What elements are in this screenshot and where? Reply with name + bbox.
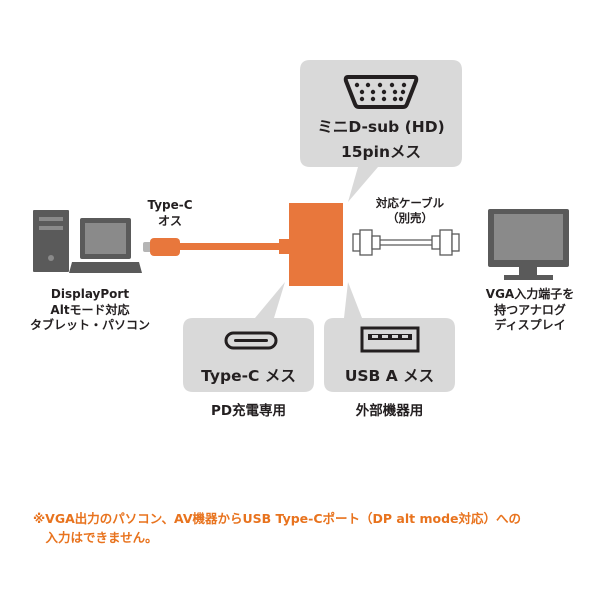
display-label-line1: VGA入力端子を xyxy=(485,287,575,301)
typec-port-bubble xyxy=(183,282,314,392)
adapter-box xyxy=(289,203,343,286)
vga-cable-label-line2: （別売） xyxy=(387,210,433,225)
source-device-label-line1: DisplayPort xyxy=(50,287,130,301)
source-device-label-line2: Altモード対応 xyxy=(50,302,130,317)
compatibility-note-line1: ※VGA出力のパソコン、AV機器からUSB Type-Cポート（DP alt m… xyxy=(33,511,521,526)
display-label-line3: ディスプレイ xyxy=(494,318,566,333)
compatibility-note: ※VGA出力のパソコン、AV機器からUSB Type-Cポート（DP alt m… xyxy=(33,509,521,548)
vga-port-label-line2: 15pinメス xyxy=(340,143,421,161)
usba-port-label: USB A メス xyxy=(344,367,435,385)
source-device-label: DisplayPort Altモード対応 タブレット・パソコン xyxy=(15,287,165,334)
vga-port-bubble xyxy=(300,60,462,202)
usba-port-icon xyxy=(360,326,420,353)
source-device-label-line3: タブレット・パソコン xyxy=(29,318,150,333)
display-label-line2: 持つアナログ xyxy=(494,302,566,317)
typec-port-icon xyxy=(224,331,278,350)
vga-cable xyxy=(352,229,460,256)
typec-cable-label-line2: オス xyxy=(157,213,182,228)
vga-port-label: ミニD-sub (HD) 15pinメス xyxy=(300,115,462,165)
usba-purpose-label: 外部機器用 xyxy=(355,403,424,419)
vga-port-label-line1: ミニD-sub (HD) xyxy=(317,118,445,136)
monitor-icon xyxy=(488,209,569,280)
vga-cable-label-line1: 対応ケーブル xyxy=(375,196,445,210)
vga-port-icon xyxy=(343,75,419,109)
compatibility-note-line2: 入力はできません。 xyxy=(33,530,158,546)
typec-purpose-label: PD充電専用 xyxy=(210,403,287,419)
display-label: VGA入力端子を 持つアナログ ディスプレイ xyxy=(470,287,590,334)
typec-cable-label-line1: Type-C xyxy=(147,198,193,212)
vga-cable-label: 対応ケーブル （別売） xyxy=(365,196,455,226)
computer-icon xyxy=(33,210,142,273)
typec-cable-label: Type-C オス xyxy=(130,198,210,229)
typec-port-label: Type-C メス xyxy=(201,367,296,385)
typec-cable xyxy=(143,238,293,256)
